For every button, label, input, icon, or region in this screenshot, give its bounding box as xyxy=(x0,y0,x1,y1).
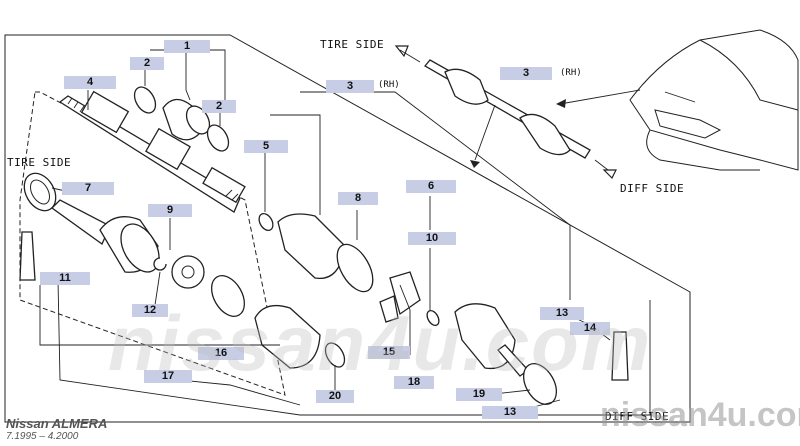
callout-16: 16 xyxy=(198,347,244,360)
tire-side-label-left: TIRE SIDE xyxy=(7,156,72,169)
production-period: 7.1995 – 4.2000 xyxy=(6,431,79,442)
model-name: Nissan ALMERA xyxy=(6,416,108,431)
watermark-small: nissan4u.com xyxy=(600,396,800,434)
callout-4: 4 xyxy=(64,76,116,89)
assembly-frame xyxy=(4,34,691,423)
callout-20: 20 xyxy=(316,390,354,403)
car-sketch xyxy=(556,29,799,171)
diff-side-label-top: DIFF SIDE xyxy=(620,182,685,195)
callout-2b: 2 xyxy=(202,100,236,113)
callout-17: 17 xyxy=(144,370,192,383)
middle-boot-kit xyxy=(258,212,374,293)
callout-6: 6 xyxy=(406,180,456,193)
inner-boot-kit xyxy=(210,275,346,369)
callout-13b: 13 xyxy=(482,406,538,419)
leader-lines xyxy=(39,49,651,416)
tire-side-label-top: TIRE SIDE xyxy=(320,38,385,51)
callout-2a: 2 xyxy=(130,57,164,70)
callout-3-main: 3 xyxy=(326,80,374,93)
callout-7: 7 xyxy=(62,182,114,195)
watermark-large: nissan4u.com xyxy=(108,299,653,387)
callout-13a: 13 xyxy=(540,307,584,320)
outer-boot-kit xyxy=(133,86,230,152)
callout-14: 14 xyxy=(570,322,610,335)
callout-5: 5 xyxy=(244,140,288,153)
rh-drive-shaft-overview xyxy=(394,45,617,180)
rh-label-top: (RH) xyxy=(560,68,582,78)
callout-18: 18 xyxy=(394,376,434,389)
diff-side-label-bottom: DIFF SIDE xyxy=(605,410,670,423)
callout-3-rh: 3 xyxy=(500,67,552,80)
callout-19: 19 xyxy=(456,388,502,401)
callout-8: 8 xyxy=(338,192,378,205)
callout-15: 15 xyxy=(368,346,410,359)
outer-cv-joint xyxy=(19,172,205,289)
callout-10: 10 xyxy=(408,232,456,245)
callout-1: 1 xyxy=(164,40,210,53)
callout-9: 9 xyxy=(148,204,192,217)
callout-12: 12 xyxy=(132,304,168,317)
rh-label-main: (RH) xyxy=(378,80,400,90)
inner-cv-joint xyxy=(379,271,629,405)
outer-joint-group-frame xyxy=(19,91,286,396)
callout-11: 11 xyxy=(40,272,90,285)
